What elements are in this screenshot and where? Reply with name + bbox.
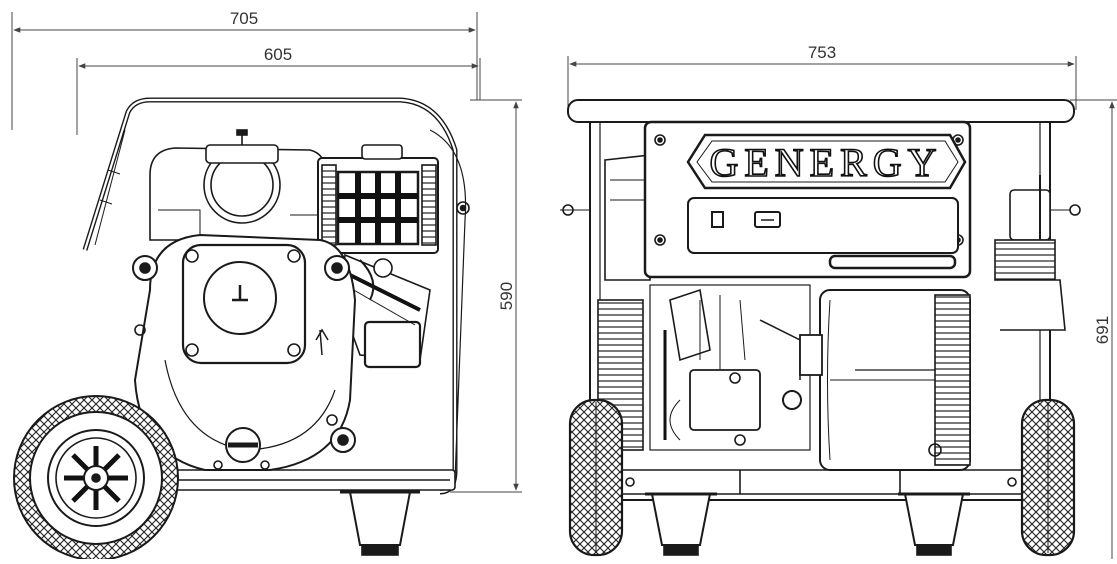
front-right-bracket bbox=[994, 175, 1081, 331]
side-intake bbox=[339, 253, 431, 369]
front-alternator bbox=[799, 289, 971, 471]
front-engine bbox=[560, 154, 651, 451]
dimension-width-front: 753 bbox=[567, 43, 1077, 110]
dimension-height-side: 590 bbox=[450, 99, 522, 493]
side-engine-top bbox=[149, 129, 327, 241]
front-frame bbox=[567, 99, 1075, 501]
dimension-height-front: 691 bbox=[1070, 99, 1117, 559]
front-wheel-left bbox=[568, 398, 624, 557]
side-foot bbox=[340, 490, 420, 556]
front-engine-internals bbox=[649, 284, 811, 451]
side-wheel bbox=[13, 395, 179, 561]
dimensions-group: 705 605 590 753 691 bbox=[11, 9, 1117, 559]
brand-logo-text: GENERGY bbox=[709, 140, 942, 185]
front-view: GENERGY bbox=[560, 99, 1081, 557]
side-pump-body bbox=[132, 233, 357, 471]
dimension-label-590: 590 bbox=[497, 282, 516, 310]
front-wheel-right bbox=[1020, 398, 1076, 557]
dimension-frame-width-side: 605 bbox=[76, 45, 481, 135]
side-frame bbox=[82, 97, 470, 495]
dimension-overall-width-side: 705 bbox=[11, 9, 478, 130]
side-view bbox=[13, 97, 470, 561]
front-control-panel: GENERGY bbox=[643, 120, 972, 279]
dimension-label-691: 691 bbox=[1093, 316, 1112, 344]
dimension-label-753: 753 bbox=[808, 43, 836, 62]
side-filter-box bbox=[317, 144, 439, 254]
front-foot-left bbox=[645, 492, 717, 556]
front-foot-right bbox=[898, 492, 970, 556]
dimension-label-605: 605 bbox=[264, 45, 292, 64]
dimension-label-705: 705 bbox=[230, 9, 258, 28]
